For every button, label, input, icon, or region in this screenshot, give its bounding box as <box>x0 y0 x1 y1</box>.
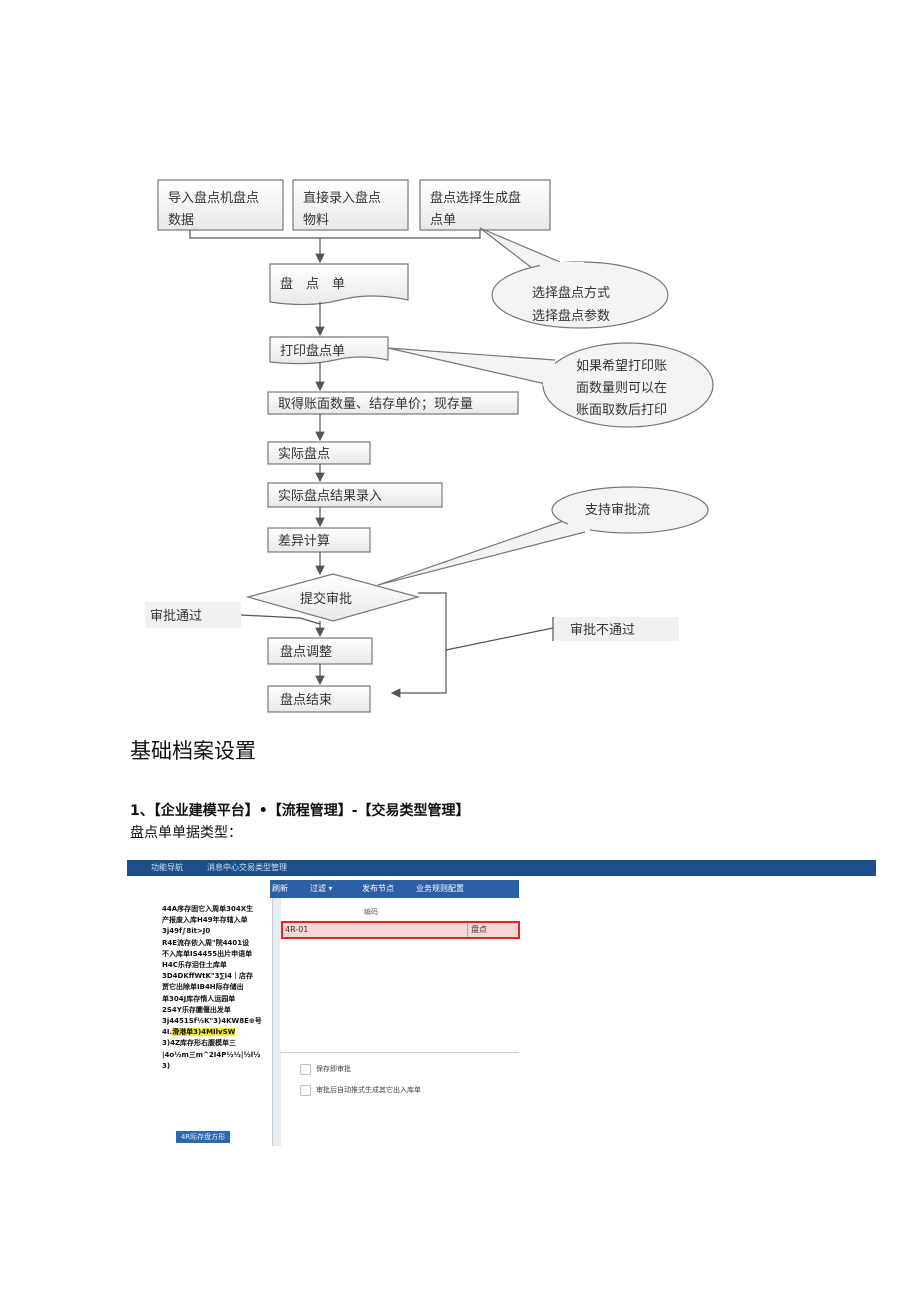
save-approve-checkbox[interactable] <box>300 1064 311 1075</box>
refresh-button[interactable]: 刷新 <box>272 884 288 893</box>
inventory-doc-label: 盘 点 单 <box>280 276 345 292</box>
method-bubble-pointer <box>479 227 561 269</box>
actual-entry-box <box>267 482 443 508</box>
inventory-doc-shape <box>269 263 409 306</box>
direct-entry-line1: 直接录入盘点 <box>303 190 381 206</box>
method-bubble-line2: 选择盘点参数 <box>532 308 610 324</box>
end-label: 盘点结束 <box>280 692 332 708</box>
list-item[interactable]: 44A序存固它入周单304X生 <box>162 905 254 913</box>
merge-connector <box>189 230 481 239</box>
list-item[interactable]: R4E流存依入周"院4401设 <box>162 938 250 947</box>
app-topbar: 功能导航 消息中心交易类型管理 <box>127 860 876 876</box>
adjust-label: 盘点调整 <box>280 644 332 660</box>
rejected-connector <box>390 592 447 698</box>
print-bubble-line2: 面数量则可以在 <box>576 381 667 396</box>
list-item-highlight: 滑港单3)4MIlvSW <box>172 1028 236 1037</box>
list-item[interactable]: 3j49f∫8it>J0 <box>162 927 211 936</box>
auto-generate-checkbox[interactable] <box>300 1085 311 1096</box>
submit-approval-label: 提交审批 <box>300 591 352 607</box>
inventory-flowchart: 导入盘点机盘点 数据 直接录入盘点 物料 盘点选择生成盘 点单 选择盘点方式 选… <box>145 179 714 713</box>
print-bubble-line3: 账面取数后打印 <box>576 403 667 418</box>
adjust-box <box>267 637 373 665</box>
list-item[interactable]: 3) <box>162 1061 171 1070</box>
import-data-line2: 数据 <box>168 213 194 228</box>
diff-calc-label: 差异计算 <box>278 534 330 549</box>
fetch-qty-box <box>267 391 519 415</box>
inventory-type-button[interactable]: 4R际存盘方形 <box>176 1131 230 1143</box>
list-item[interactable]: |4o½m三m^2I4P½½|½l½ <box>162 1050 261 1059</box>
business-rules-button[interactable]: 业务规则配置 <box>416 884 464 893</box>
select-generate-line1: 盘点选择生成盘 <box>430 190 521 206</box>
publish-node-button[interactable]: 发布节点 <box>362 884 394 893</box>
step1-path: 【企业建模平台】•【流程管理】-【交易类型管理】 <box>153 803 470 819</box>
method-bubble-line1: 选择盘点方式 <box>532 285 610 301</box>
approved-connector <box>240 614 321 625</box>
print-bubble-pointer <box>387 347 556 386</box>
fetch-qty-label: 取得账面数量、结存单价；现存量 <box>278 396 473 412</box>
actual-count-box <box>267 441 371 465</box>
select-generate-box <box>419 179 551 231</box>
list-item[interactable]: 3D4DKffWtK"3∑I4｜店存 <box>162 972 253 981</box>
list-item[interactable]: H4C乐存泪住土库单 <box>162 961 227 970</box>
grid-header: 编码 <box>280 905 519 919</box>
grid-divider <box>280 1052 519 1053</box>
transaction-type-tab[interactable]: 消息中心交易类型管理 <box>207 863 287 872</box>
print-doc-label: 打印盘点单 <box>280 343 345 359</box>
step1-subtitle: 盘点单单据类型： <box>130 825 242 841</box>
list-item[interactable]: 3)4Z库存形右腹模单三 <box>162 1039 237 1048</box>
approval-bubble-label: 支持审批流 <box>585 503 650 518</box>
select-generate-line2: 点单 <box>430 213 456 228</box>
direct-entry-box <box>292 179 409 231</box>
list-item[interactable]: 不入库单IS4455出片申语单 <box>162 949 253 958</box>
row-name: 盘点 <box>467 923 487 937</box>
list-item[interactable]: 4I.滑港单3)4MIlvSW <box>162 1027 262 1038</box>
row-code: 4R-01 <box>285 925 309 934</box>
list-item[interactable]: 2S4Y乐存圜偃出发单 <box>162 1005 231 1014</box>
auto-generate-label: 审批后自动推式生成其它出入库单 <box>316 1086 421 1094</box>
table-row[interactable]: 4R-01 盘点 <box>281 921 520 939</box>
print-doc-shape <box>269 336 389 365</box>
panel-splitter[interactable] <box>272 880 281 1146</box>
step1-number: 1、 <box>130 803 154 819</box>
import-data-line1: 导入盘点机盘点 <box>168 190 259 206</box>
print-bubble-line1: 如果希望打印账 <box>576 358 667 374</box>
rejected-label: 审批不通过 <box>570 623 635 638</box>
transaction-type-list: 44A序存固它入周单304X生 产报废入库H49年存辖入单 3j49f∫8it>… <box>162 904 262 1072</box>
submit-approval-diamond <box>245 573 421 622</box>
diff-calc-box <box>267 527 371 553</box>
list-item[interactable]: 单304J库存惰人运园单 <box>162 994 236 1003</box>
nav-tab[interactable]: 功能导航 <box>151 863 183 872</box>
filter-button[interactable]: 过滤 ▾ <box>310 884 333 893</box>
actual-count-label: 实际盘点 <box>278 446 330 462</box>
list-item[interactable]: 3j4451Sf½K"3)4KW8E⊕号 <box>162 1017 262 1026</box>
step1-heading: 1、【企业建模平台】•【流程管理】-【交易类型管理】 <box>130 800 470 820</box>
section-title: 基础档案设置 <box>130 739 256 763</box>
list-item-prefix: 4I. <box>162 1028 173 1037</box>
end-box <box>267 685 371 713</box>
code-column-header[interactable]: 编码 <box>364 908 378 916</box>
list-item[interactable]: 产报废入库H49年存辖入单 <box>162 916 248 925</box>
app-toolbar: 刷新 过滤 ▾ 发布节点 业务规则配置 <box>270 880 519 898</box>
import-data-box <box>157 179 284 231</box>
rejected-link <box>445 627 554 651</box>
actual-entry-label: 实际盘点结果录入 <box>278 488 382 504</box>
approval-bubble <box>551 486 709 534</box>
approval-bubble-pointer <box>377 517 586 586</box>
save-approve-label: 保存即审批 <box>316 1065 351 1073</box>
direct-entry-line2: 物料 <box>303 213 329 228</box>
approved-label: 审批通过 <box>150 609 202 624</box>
list-item[interactable]: 贾它出除单IB4H际存储出 <box>162 983 244 992</box>
grid-body <box>280 940 519 1050</box>
